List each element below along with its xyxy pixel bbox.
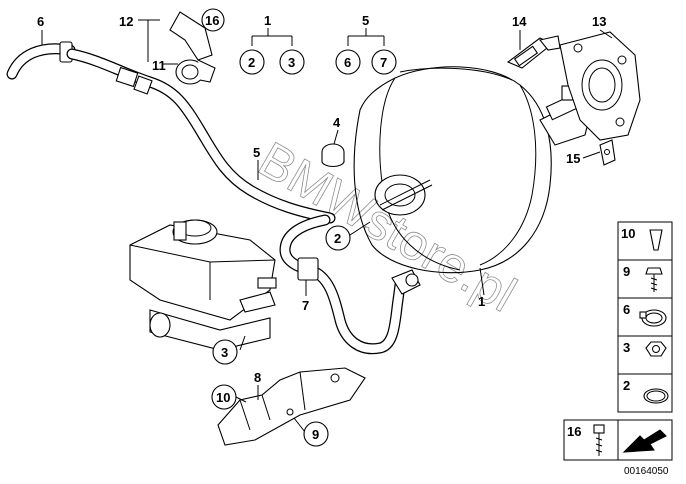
legend-footer: 16 [563,419,673,461]
callout-15: 15 [566,151,580,166]
callout-2: 2 [334,231,341,246]
hex-nut-icon [645,341,667,357]
leader-lines [41,19,613,433]
bolt-icon [593,424,605,456]
callout-6: 6 [37,14,44,29]
legend-label-3: 3 [623,340,630,355]
callout-8: 8 [254,370,261,385]
callout-labels: 6 12 16 11 1 2 3 5 6 7 14 13 15 4 5 2 7 … [37,8,606,447]
legend-label-2: 2 [623,378,630,393]
callout-5-group: 5 [362,13,369,28]
callout-1: 1 [478,294,485,309]
callout-13: 13 [592,14,606,29]
screw-icon [645,267,663,292]
bracket-part-14 [506,35,561,69]
legend-label-10: 10 [621,226,635,241]
grommet-part-4 [321,143,345,168]
parts-legend: 10 9 6 3 2 [617,221,673,413]
callout-2-group: 2 [248,55,255,70]
hose-clip-part-11 [169,11,216,85]
master-cylinder-assembly [129,219,277,351]
callout-3: 3 [221,345,228,360]
callout-3-group: 3 [288,55,295,70]
legend-label-6: 6 [623,302,630,317]
part-number: 00164050 [624,466,669,477]
callout-14: 14 [512,14,527,29]
legend-label-16: 16 [567,424,581,439]
direction-arrow-icon [622,429,667,453]
vacuum-hose-part-7 [279,214,421,355]
callout-10: 10 [216,390,230,405]
callout-1-group: 1 [264,13,271,28]
callout-6-group: 6 [344,55,351,70]
push-clip-icon [649,229,663,251]
callout-9: 9 [312,427,319,442]
clip-part-15 [599,139,616,166]
callout-12: 12 [119,14,133,29]
callout-7: 7 [302,298,309,313]
gasket-plate-part-13 [559,31,641,141]
callout-4: 4 [333,115,341,130]
legend-label-9: 9 [623,264,630,279]
heat-shield-part-8 [217,367,366,446]
callout-16: 16 [205,13,219,28]
vacuum-hose-part-6 [6,41,336,224]
hose-clamp-icon [639,309,667,327]
callout-7-group: 7 [380,55,387,70]
callout-5: 5 [253,145,260,160]
callout-11: 11 [152,58,166,73]
gasket-ring-icon [643,388,669,404]
